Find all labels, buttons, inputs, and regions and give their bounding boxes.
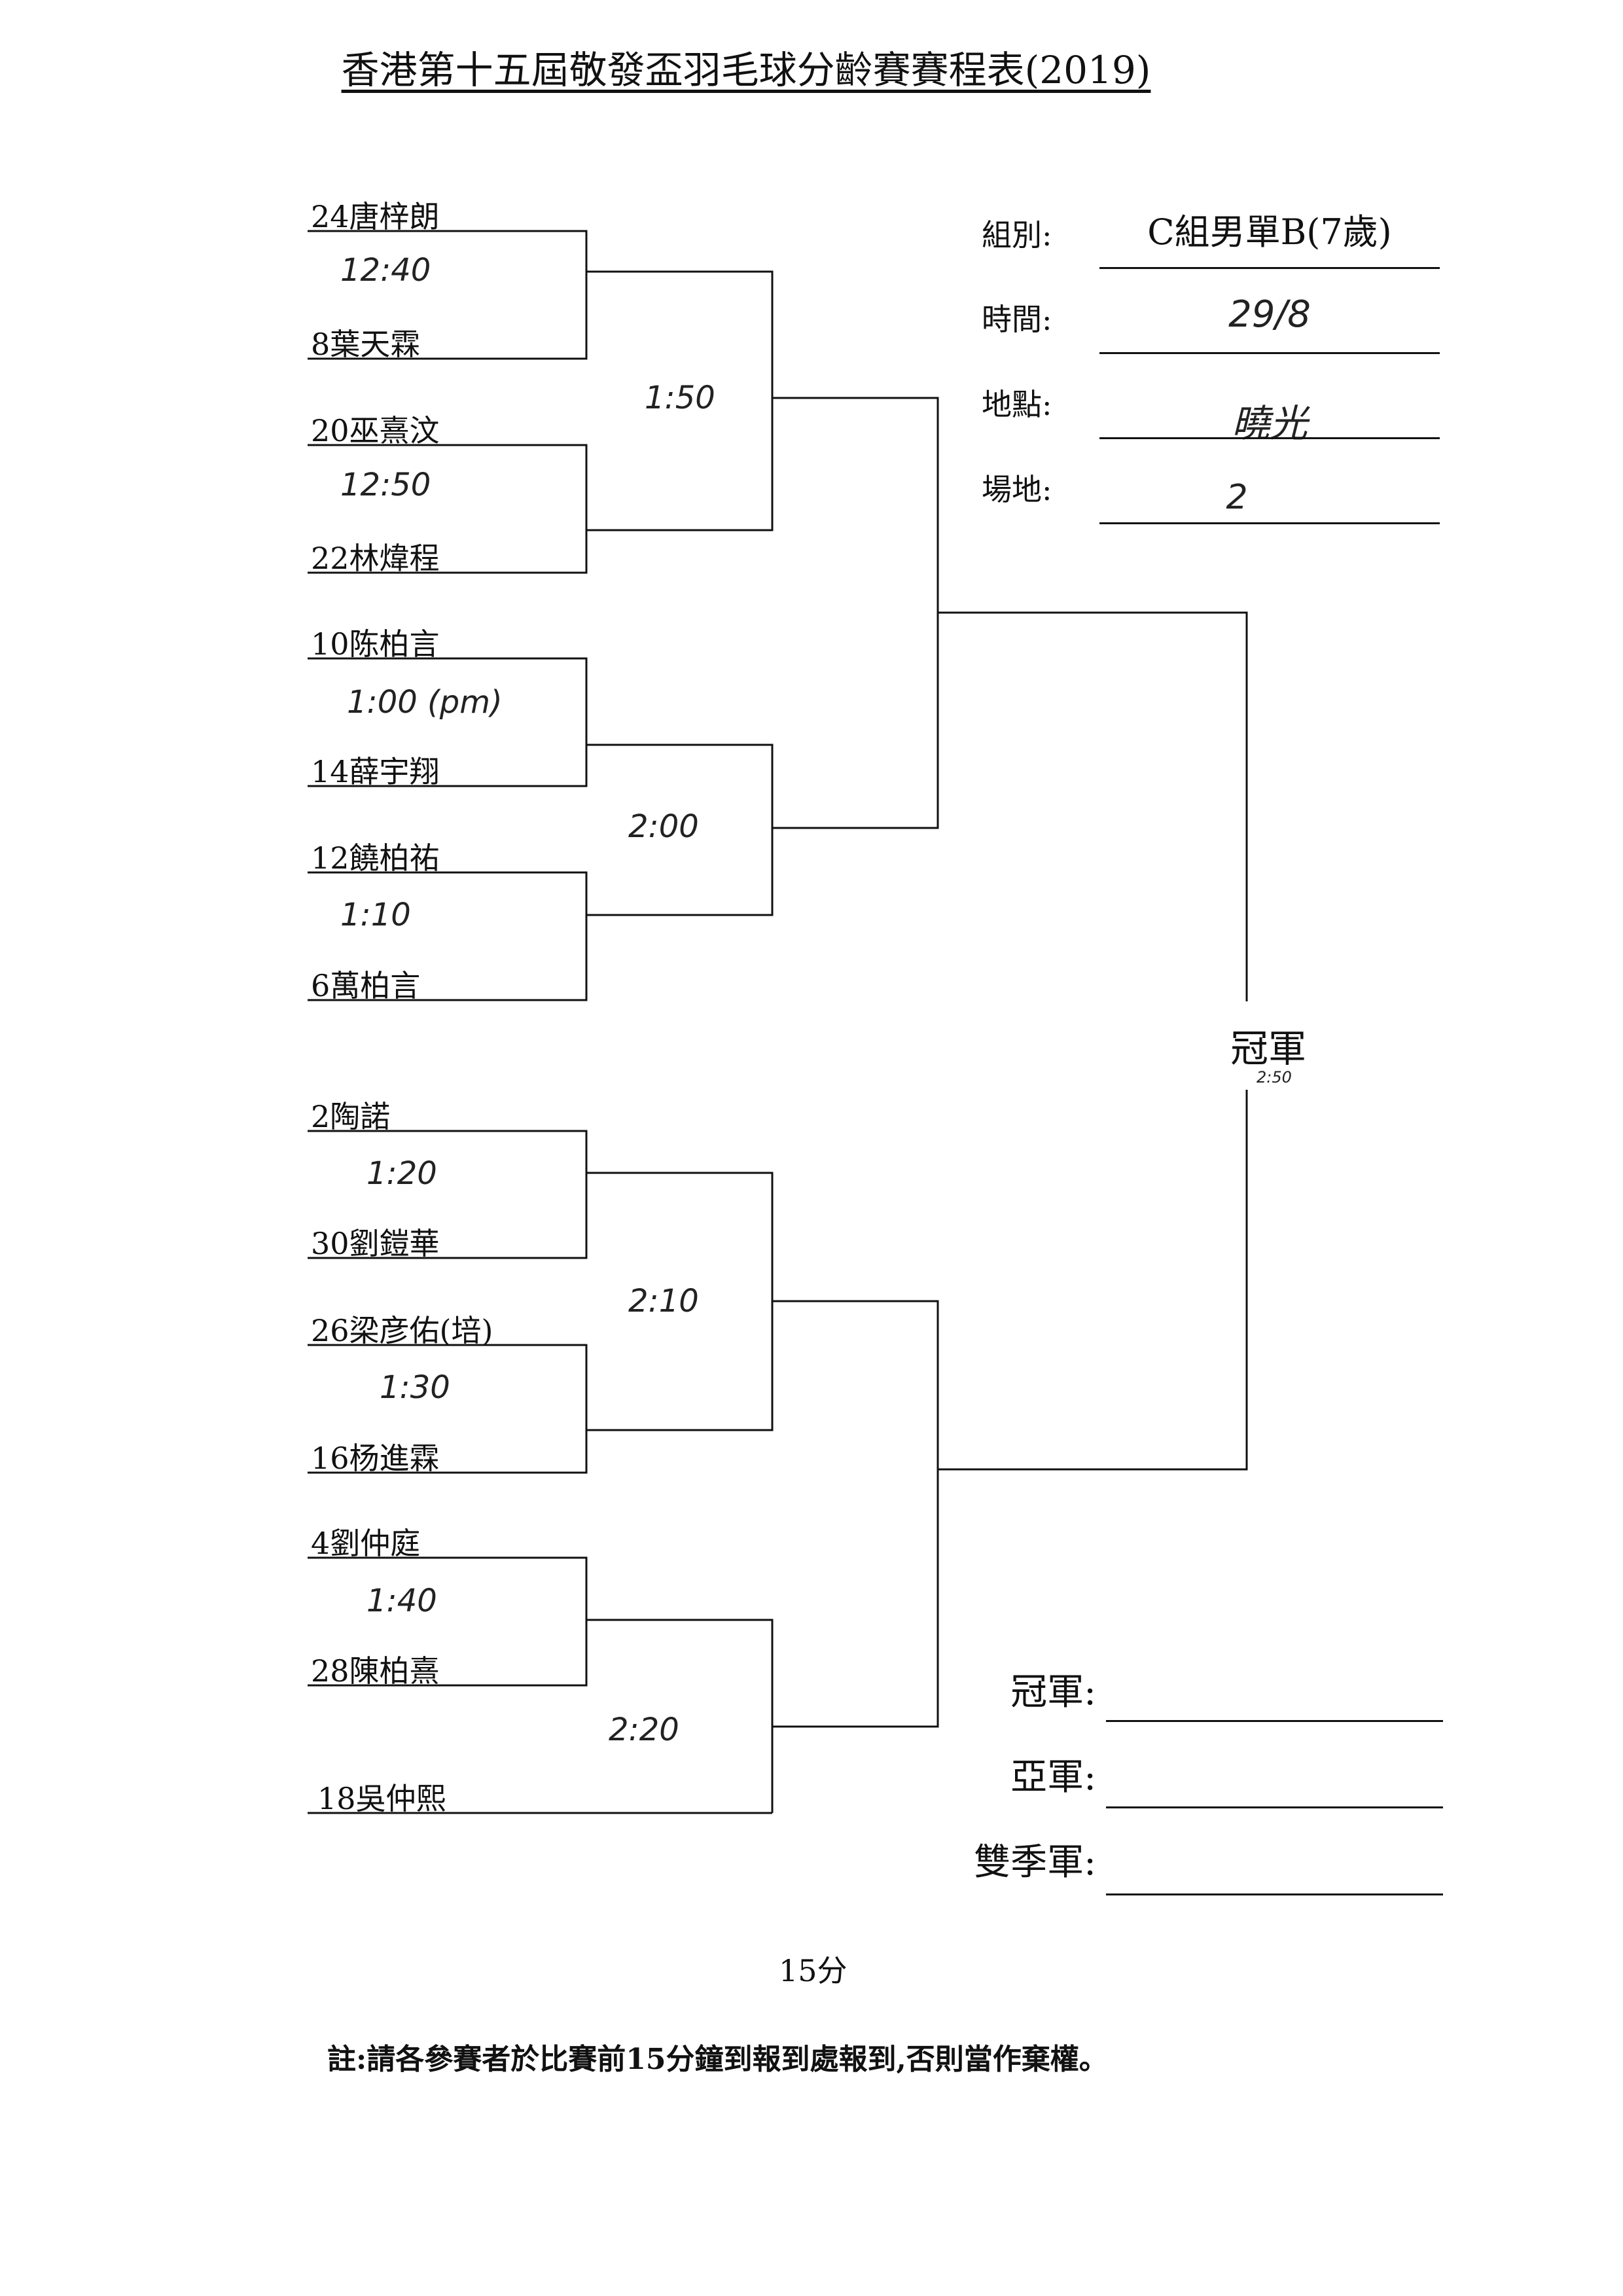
court-underline bbox=[1099, 522, 1440, 524]
venue-underline bbox=[1099, 437, 1440, 439]
match-time: 12:50 bbox=[340, 467, 431, 503]
player-name: 2陶諾 bbox=[311, 1099, 391, 1134]
time-value: 29/8 bbox=[1228, 293, 1311, 336]
result-third-line[interactable] bbox=[1106, 1893, 1443, 1895]
champion-label: 冠軍 bbox=[1230, 1026, 1307, 1071]
court-value: 2 bbox=[1226, 478, 1248, 517]
bracket-line bbox=[772, 1300, 939, 1728]
bracket-line bbox=[308, 871, 588, 1001]
match-time: 2:00 bbox=[628, 808, 699, 845]
bracket-line bbox=[586, 270, 774, 531]
player-name: 12饒柏祐 bbox=[311, 840, 440, 876]
match-time: 1:00 (pm) bbox=[347, 684, 503, 721]
match-time: 2:20 bbox=[609, 1712, 679, 1748]
time-underline bbox=[1099, 352, 1440, 354]
final-time: 2:50 bbox=[1257, 1068, 1292, 1086]
court-label: 場地: bbox=[982, 472, 1052, 507]
player-name: 10陈柏言 bbox=[311, 626, 440, 662]
bracket-line bbox=[586, 1619, 774, 1813]
group-label: 組別: bbox=[982, 217, 1052, 253]
venue-label: 地點: bbox=[982, 387, 1052, 422]
result-champion-line[interactable] bbox=[1106, 1720, 1443, 1722]
result-third-label: 雙季軍: bbox=[974, 1841, 1096, 1884]
bracket-line bbox=[308, 1556, 588, 1687]
time-label: 時間: bbox=[982, 302, 1052, 337]
bracket-line bbox=[308, 230, 588, 360]
interval-text: 15分 bbox=[779, 1953, 847, 1988]
result-champion-label: 冠軍: bbox=[1010, 1671, 1096, 1713]
result-runner-up-label: 亞軍: bbox=[1010, 1756, 1096, 1799]
player-name: 20巫熹汶 bbox=[311, 413, 440, 448]
match-time: 12:40 bbox=[340, 252, 431, 289]
group-underline bbox=[1099, 267, 1440, 269]
player-name: 18吳仲熙 bbox=[317, 1781, 446, 1816]
bracket-line bbox=[308, 1130, 588, 1259]
bracket-line bbox=[938, 611, 1248, 1001]
result-runner-up-line[interactable] bbox=[1106, 1806, 1443, 1808]
match-time: 1:30 bbox=[380, 1369, 450, 1406]
player-name: 22林煒程 bbox=[311, 541, 440, 576]
match-time: 1:10 bbox=[340, 897, 411, 933]
venue-value: 曉光 bbox=[1231, 401, 1308, 446]
player-name: 14薛宇翔 bbox=[311, 754, 440, 789]
group-value: C組男單B(7歲) bbox=[1147, 211, 1392, 253]
player-name: 24唐梓朗 bbox=[311, 199, 440, 234]
player-name: 16杨進霖 bbox=[311, 1441, 440, 1476]
player-name: 28陳柏熹 bbox=[311, 1653, 440, 1689]
page-title: 香港第十五屆敬發盃羽毛球分齡賽賽程表(2019) bbox=[341, 48, 1151, 92]
player-name: 26梁彦佑(培) bbox=[311, 1313, 493, 1348]
match-time: 1:20 bbox=[366, 1155, 437, 1192]
match-time: 1:50 bbox=[645, 380, 715, 416]
match-time: 1:40 bbox=[366, 1583, 437, 1619]
bracket-line bbox=[308, 444, 588, 574]
player-name: 6萬柏言 bbox=[311, 968, 421, 1003]
bracket-line bbox=[586, 744, 774, 916]
match-time: 2:10 bbox=[628, 1283, 699, 1319]
player-name: 4劉仲庭 bbox=[311, 1526, 421, 1561]
footer-note: 註:請各參賽者於比賽前15分鐘到報到處報到,否則當作棄權。 bbox=[327, 2043, 1108, 2076]
player-name: 30劉鎧華 bbox=[311, 1226, 440, 1261]
bracket-line bbox=[308, 1344, 588, 1474]
bracket-line bbox=[772, 397, 939, 829]
bracket-line bbox=[308, 657, 588, 787]
player-name: 8葉天霖 bbox=[311, 327, 421, 362]
bracket-line bbox=[938, 1090, 1248, 1471]
